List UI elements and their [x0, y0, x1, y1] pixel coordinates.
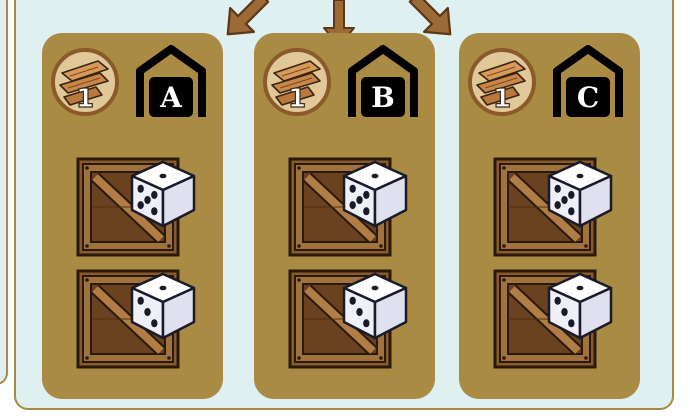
resource-cost-value: 1 — [492, 84, 512, 114]
die-pip — [561, 308, 568, 316]
die-pip — [356, 196, 363, 204]
die-pip — [144, 308, 151, 316]
building-label: A — [136, 43, 206, 119]
building-label: C — [553, 43, 623, 119]
dice-slot[interactable] — [493, 157, 601, 261]
resource-cost-value: 1 — [287, 84, 307, 114]
die-pip — [349, 184, 356, 193]
die-pip — [137, 201, 144, 210]
die-pip — [137, 296, 144, 305]
resource-cost-token: 1 — [467, 47, 537, 117]
die-pip — [144, 196, 151, 204]
die-pip — [151, 319, 158, 328]
die-pip — [568, 190, 575, 199]
location-panel-c[interactable]: 1 C — [459, 33, 640, 399]
die-pip — [554, 184, 561, 193]
die-pip — [568, 207, 575, 216]
die-icon[interactable] — [547, 160, 613, 228]
die-icon[interactable] — [342, 272, 408, 340]
die-pip — [561, 196, 568, 204]
dice-slot[interactable] — [76, 269, 184, 373]
adjacent-board-edge — [0, 0, 8, 385]
die-pip — [349, 201, 356, 210]
die-pip — [568, 319, 575, 328]
dice-slot[interactable] — [493, 269, 601, 373]
die-pip — [349, 296, 356, 305]
dice-slot[interactable] — [288, 157, 396, 261]
resource-cost-token: 1 — [262, 47, 332, 117]
building-letter: A — [160, 81, 182, 114]
die-pip — [363, 190, 370, 199]
dice-slot[interactable] — [76, 157, 184, 261]
die-pip — [554, 201, 561, 210]
building-label: B — [348, 43, 418, 119]
resource-cost-value: 1 — [75, 84, 95, 114]
die-pip — [356, 308, 363, 316]
die-pip — [137, 184, 144, 193]
building-letter: B — [371, 81, 395, 114]
building-letter: C — [576, 81, 600, 114]
location-panel-a[interactable]: 1 A — [42, 33, 223, 399]
location-panel-b[interactable]: 1 B — [254, 33, 435, 399]
dice-slot[interactable] — [288, 269, 396, 373]
resource-cost-token: 1 — [50, 47, 120, 117]
die-icon[interactable] — [130, 272, 196, 340]
die-icon[interactable] — [130, 160, 196, 228]
die-icon[interactable] — [547, 272, 613, 340]
die-pip — [554, 296, 561, 305]
die-pip — [363, 319, 370, 328]
die-pip — [363, 207, 370, 216]
die-pip — [151, 190, 158, 199]
die-icon[interactable] — [342, 160, 408, 228]
die-pip — [151, 207, 158, 216]
